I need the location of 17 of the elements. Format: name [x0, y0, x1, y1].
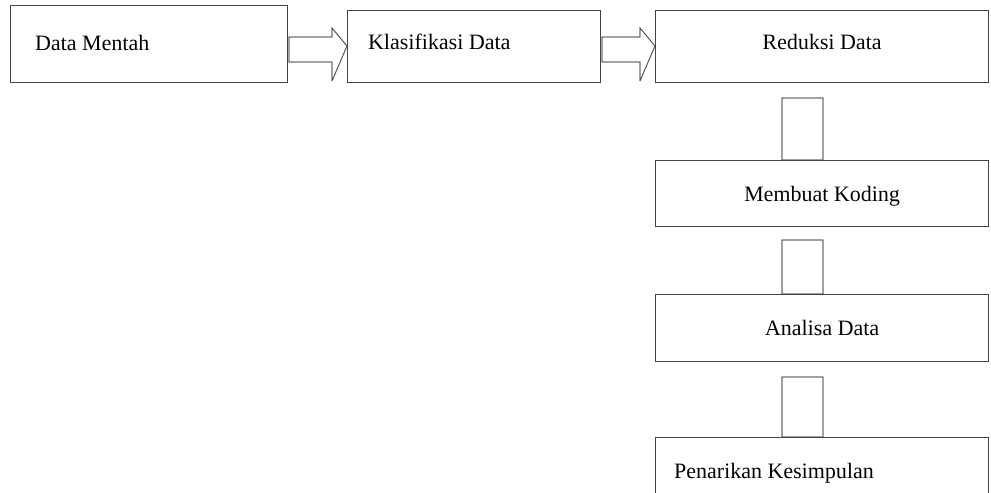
box-label: Reduksi Data	[762, 29, 882, 55]
box-label: Membuat Koding	[744, 180, 900, 206]
process-box	[655, 160, 989, 227]
block-arrow	[602, 26, 656, 82]
box-label: Data Mentah	[35, 30, 150, 56]
process-box	[655, 10, 989, 83]
block-arrow	[288, 26, 348, 82]
process-box	[10, 5, 288, 83]
block-arrow	[782, 376, 824, 438]
process-box	[655, 294, 989, 362]
box-label: Klasifikasi Data	[368, 29, 510, 55]
box-label: Penarikan Kesimpulan	[674, 458, 874, 484]
block-arrow	[782, 98, 824, 160]
process-box	[347, 10, 601, 83]
box-label: Analisa Data	[764, 315, 880, 341]
process-box	[655, 437, 989, 493]
block-arrow	[782, 240, 824, 294]
